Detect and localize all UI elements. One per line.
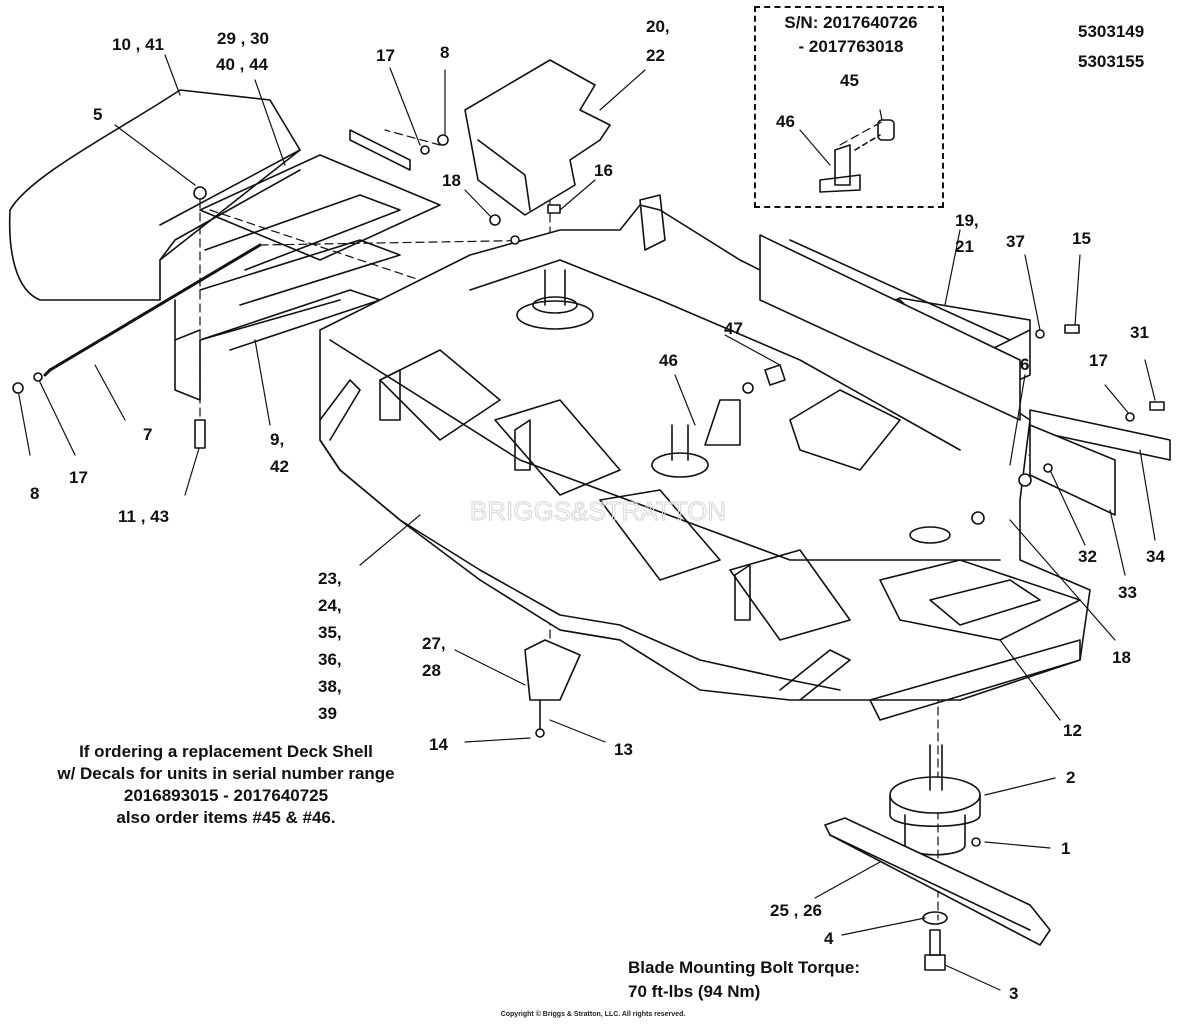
callout-28: 28: [422, 661, 441, 680]
copyright-notice: Copyright © Briggs & Stratton, LLC. All …: [500, 1011, 686, 1018]
note-line-1: If ordering a replacement Deck Shell: [79, 742, 373, 761]
callout-42: 42: [270, 457, 289, 476]
callout-32: 32: [1078, 547, 1097, 566]
callout-11-43: 11 , 43: [118, 507, 170, 526]
callout-27: 27,: [422, 634, 446, 653]
callout-17-right: 17: [1089, 351, 1108, 370]
left-spindle-cover: [464, 59, 611, 216]
blade-bolt: [924, 929, 946, 971]
callout-2: 2: [1066, 768, 1076, 787]
inset-bracket: [819, 119, 895, 193]
callout-5: 5: [93, 105, 103, 124]
callout-7: 7: [143, 425, 153, 444]
callout-4: 4: [824, 929, 834, 948]
callout-46-inset: 46: [776, 112, 795, 131]
callout-17-top: 17: [376, 46, 395, 65]
mower-blade: [824, 817, 1051, 946]
callout-9: 9,: [270, 430, 285, 449]
callout-1: 1: [1061, 839, 1071, 858]
callout-31: 31: [1130, 323, 1149, 342]
blade-spindle: [889, 744, 981, 856]
callout-19: 19,: [955, 211, 979, 230]
callout-37: 37: [1006, 232, 1025, 251]
callout-8-left: 8: [30, 484, 40, 503]
right-side-panels: [759, 234, 1171, 516]
callout-38: 38,: [318, 677, 342, 696]
spindle-center: [651, 424, 709, 478]
serial-range-inset: S/N: 2017640726 - 2017763018: [754, 6, 944, 208]
callout-18-right: 18: [1112, 648, 1131, 667]
spindle-right-pulley: [909, 526, 951, 544]
callout-36: 36,: [318, 650, 342, 669]
chute-bracket: [199, 129, 441, 351]
note-line-4: also order items #45 & #46.: [116, 808, 336, 827]
inset-serial-line-2: - 2017763018: [798, 37, 904, 56]
callout-33: 33: [1118, 583, 1137, 602]
callout-16: 16: [594, 161, 613, 180]
callout-10-41: 10 , 41: [112, 35, 164, 54]
callout-3: 3: [1009, 984, 1019, 1003]
callout-35: 35,: [318, 623, 342, 642]
discharge-chute: [8, 89, 341, 401]
model-number-2: 5303155: [1078, 52, 1145, 71]
callout-21: 21: [955, 237, 974, 256]
callout-24: 24,: [318, 596, 342, 615]
callout-34: 34: [1146, 547, 1165, 566]
callout-6: 6: [1020, 355, 1030, 374]
blade-washer: [922, 911, 948, 925]
callout-17-left: 17: [69, 468, 88, 487]
replacement-note: If ordering a replacement Deck Shell w/ …: [30, 741, 422, 829]
callout-18-top: 18: [442, 171, 461, 190]
callout-23: 23,: [318, 569, 342, 588]
inset-serial-line-1: S/N: 2017640726: [784, 13, 918, 32]
callout-leaders: [17, 54, 1156, 991]
spindle-left: [516, 269, 594, 330]
torque-line-2: 70 ft-lbs (94 Nm): [628, 982, 761, 1001]
pivot-rod: [43, 243, 262, 377]
bumper-bracket: [704, 364, 786, 446]
callout-12: 12: [1063, 721, 1082, 740]
hardware-fasteners: [12, 134, 1165, 847]
callout-15: 15: [1072, 229, 1091, 248]
anti-scalp-bracket: [524, 639, 581, 731]
callout-29-30: 29 , 30: [217, 29, 269, 48]
callout-14: 14: [429, 735, 448, 754]
callout-20: 20,: [646, 17, 670, 36]
note-line-2: w/ Decals for units in serial number ran…: [57, 764, 395, 783]
watermark-text: BRIGGS&STRATTON: [470, 496, 726, 526]
callout-13: 13: [614, 740, 633, 759]
callout-22: 22: [646, 46, 665, 65]
model-number-1: 5303149: [1078, 22, 1145, 41]
callout-47: 47: [724, 319, 743, 338]
torque-note: Blade Mounting Bolt Torque: 70 ft-lbs (9…: [628, 956, 860, 1004]
callout-39: 39: [318, 704, 337, 723]
callout-46-deck: 46: [659, 351, 678, 370]
callout-25-26: 25 , 26: [770, 901, 822, 920]
callout-8-top: 8: [440, 43, 450, 62]
callout-45: 45: [840, 71, 859, 90]
torque-line-1: Blade Mounting Bolt Torque:: [628, 958, 860, 977]
callout-40-44: 40 , 44: [216, 55, 268, 74]
note-line-3: 2016893015 - 2017640725: [123, 786, 329, 805]
